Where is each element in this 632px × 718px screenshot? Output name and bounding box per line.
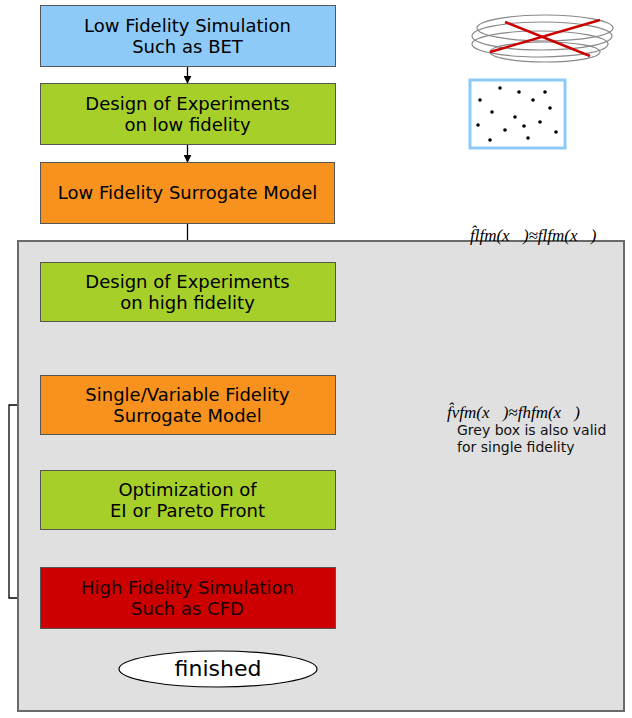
note-text: Grey box is also valid for single fideli… <box>457 422 607 455</box>
end-terminal: finished <box>118 650 318 688</box>
node-text: Design of Experiments on low fidelity <box>48 93 328 135</box>
model-box: Single/Variable Fidelity Surrogate Model <box>40 375 336 435</box>
grey-region: Grey box is also valid for single fideli… <box>17 240 625 712</box>
node-text: High Fidelity Simulation Such as CFD <box>48 577 328 619</box>
process-box: Design of Experiments on low fidelity <box>40 83 336 145</box>
process-box: Low Fidelity Simulation Such as BET <box>40 5 336 67</box>
formula-label: f̂vfm(x⃗)≈fhfm(x⃗) <box>447 403 580 423</box>
node-text: Optimization of EI or Pareto Front <box>48 479 328 521</box>
rotor-sketch <box>472 15 613 62</box>
simulation-box: High Fidelity Simulation Such as CFD <box>40 567 336 629</box>
model-box: Low Fidelity Surrogate Model <box>40 162 335 224</box>
node-text: Design of Experiments on high fidelity <box>48 271 328 313</box>
process-box: Optimization of EI or Pareto Front <box>40 470 336 530</box>
node-text: finished <box>175 656 262 682</box>
doe-low-sketch <box>470 80 565 148</box>
flow-arrow <box>187 145 188 162</box>
node-text: Low Fidelity Surrogate Model <box>58 182 317 203</box>
node-text: Single/Variable Fidelity Surrogate Model <box>48 384 328 426</box>
flow-arrow <box>187 67 188 83</box>
formula-label: f̂lfm(x⃗)≈flfm(x⃗) <box>470 226 596 246</box>
node-text: Low Fidelity Simulation Such as BET <box>48 15 328 57</box>
process-box: Design of Experiments on high fidelity <box>40 262 336 322</box>
